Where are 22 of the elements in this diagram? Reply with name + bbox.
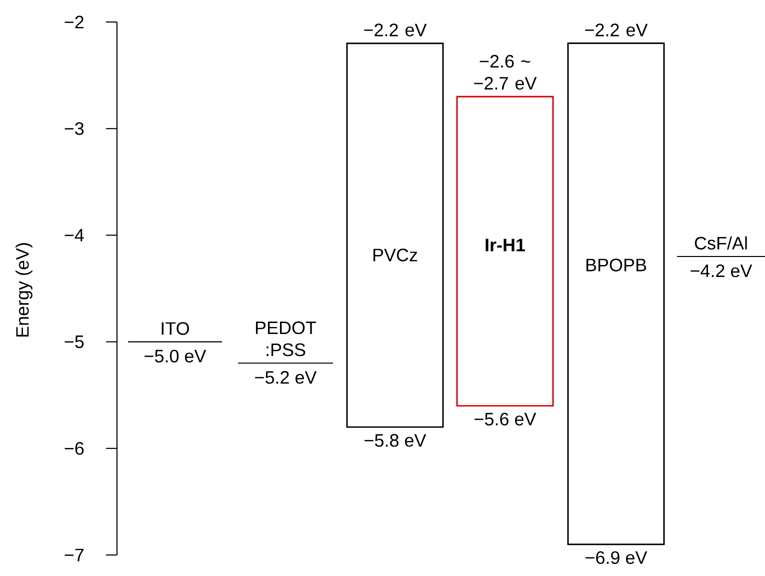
energy-level: CsF/Al [677, 236, 765, 258]
energy-level: PEDOT :PSS [238, 321, 333, 364]
energy-label: −2.2 eV [585, 24, 648, 36]
energy-label: −5.0 eV [144, 350, 206, 362]
energy-band-box: BPOPB [567, 42, 665, 546]
axis-title: Energy (eV) [16, 243, 32, 337]
tick-label: −5 [64, 336, 84, 348]
energy-label: −5.2 eV [255, 371, 317, 384]
energy-label: −5.6 eV [474, 412, 536, 426]
energy-label: −5.8 eV [364, 434, 426, 447]
tick-label: −4 [64, 229, 84, 242]
energy-label: −2.2 eV [364, 24, 427, 36]
energy-level: ITO [128, 322, 222, 342]
energy-label: −4.2 eV [690, 264, 752, 278]
energy-band-box: Ir-H1 [456, 96, 554, 407]
energy-label: −2.6 ~ −2.7 eV [474, 54, 537, 90]
energy-label: −6.9 eV [586, 551, 648, 564]
tick-label: −3 [64, 122, 84, 135]
tick-label: −7 [64, 548, 84, 562]
tick-label: −2 [64, 16, 84, 28]
tick-label: −6 [64, 442, 84, 455]
energy-band-box: PVCz [346, 42, 444, 428]
